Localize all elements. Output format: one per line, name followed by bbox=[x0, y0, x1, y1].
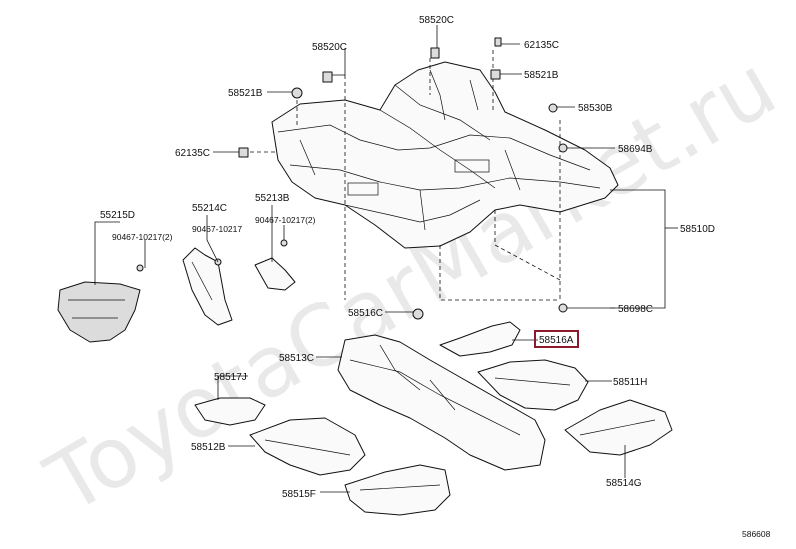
label-58510D[interactable]: 58510D bbox=[680, 224, 715, 235]
label-58513C[interactable]: 58513C bbox=[279, 353, 314, 364]
label-90467-10217[interactable]: 90467-10217 bbox=[192, 224, 242, 234]
label-62135C-top[interactable]: 62135C bbox=[524, 40, 559, 51]
label-55213B[interactable]: 55213B bbox=[255, 193, 290, 204]
part-58516A-shape bbox=[439, 321, 521, 357]
part-58514G-shape bbox=[564, 399, 673, 456]
label-58511H[interactable]: 58511H bbox=[613, 377, 647, 388]
label-58520C-left[interactable]: 58520C bbox=[312, 42, 347, 53]
part-58512B-shape bbox=[249, 417, 366, 476]
part-55213B-shape bbox=[254, 257, 296, 291]
label-58516A[interactable]: 58516A bbox=[539, 335, 574, 346]
part-58511H-shape bbox=[477, 359, 589, 411]
label-90467-10217-2-a[interactable]: 90467-10217(2) bbox=[112, 232, 173, 242]
part-58517J-shape bbox=[194, 397, 266, 426]
label-58530B[interactable]: 58530B bbox=[578, 103, 613, 114]
label-58520C-top[interactable]: 58520C bbox=[419, 15, 454, 26]
label-58698C[interactable]: 58698C bbox=[618, 304, 653, 315]
label-90467-10217-2-b[interactable]: 90467-10217(2) bbox=[255, 215, 316, 225]
label-58694B[interactable]: 58694B bbox=[618, 144, 653, 155]
diagram-code: 586608 bbox=[742, 529, 771, 539]
label-58512B[interactable]: 58512B bbox=[191, 442, 226, 453]
part-55214C-shape bbox=[182, 247, 233, 326]
label-55214C[interactable]: 55214C bbox=[192, 203, 227, 214]
label-58515F[interactable]: 58515F bbox=[282, 489, 316, 500]
highlight-box-58516A bbox=[534, 330, 579, 348]
part-58513C-shape bbox=[337, 334, 546, 471]
label-55215D[interactable]: 55215D bbox=[100, 210, 135, 221]
leader-lines bbox=[94, 25, 678, 493]
part-55215D-shape bbox=[57, 281, 141, 343]
label-58521B-right[interactable]: 58521B bbox=[524, 70, 559, 81]
label-58521B-left[interactable]: 58521B bbox=[228, 88, 263, 99]
label-58516C[interactable]: 58516C bbox=[348, 308, 383, 319]
clip-fasteners bbox=[136, 37, 568, 320]
label-58514G[interactable]: 58514G bbox=[606, 478, 642, 489]
floor-carpet-assembly bbox=[271, 61, 619, 249]
part-58515F-shape bbox=[344, 464, 451, 516]
label-62135C-left[interactable]: 62135C bbox=[175, 148, 210, 159]
label-58517J[interactable]: 58517J bbox=[214, 372, 247, 383]
